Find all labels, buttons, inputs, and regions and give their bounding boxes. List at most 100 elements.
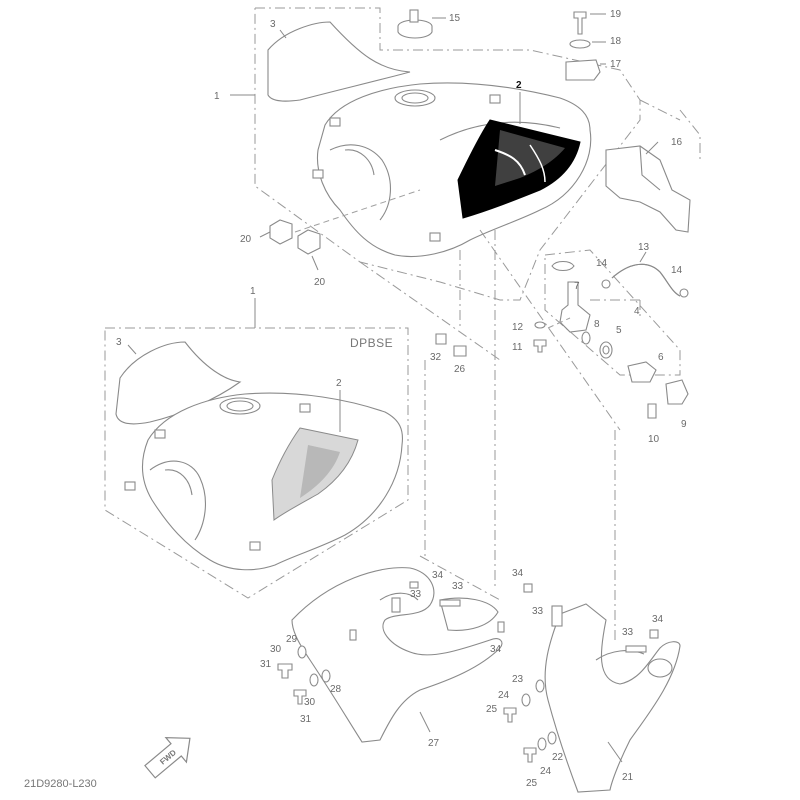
callout-c32[interactable]: 32 bbox=[430, 352, 442, 363]
hose-clamp-part-14-b[interactable] bbox=[679, 288, 689, 298]
fuel-tank-part-1-top[interactable] bbox=[316, 82, 592, 258]
callout-c2b[interactable]: 2 bbox=[336, 378, 342, 389]
callout-c34a[interactable]: 34 bbox=[432, 570, 444, 581]
knob-part-9[interactable] bbox=[665, 379, 689, 405]
side-cover-part-21[interactable] bbox=[544, 603, 681, 793]
clip-part-34[interactable] bbox=[497, 621, 505, 633]
fuel-hose-part-13[interactable] bbox=[611, 263, 681, 297]
grommet-part-26[interactable] bbox=[453, 345, 467, 357]
callout-c26[interactable]: 26 bbox=[454, 364, 466, 375]
callout-c6[interactable]: 6 bbox=[658, 352, 664, 363]
grommet-part-32[interactable] bbox=[435, 333, 447, 345]
clip-part-34[interactable] bbox=[409, 581, 419, 589]
callout-c33a[interactable]: 33 bbox=[452, 581, 464, 592]
callout-c31b[interactable]: 31 bbox=[300, 714, 312, 725]
callout-c30b[interactable]: 30 bbox=[304, 697, 316, 708]
callout-c22[interactable]: 22 bbox=[552, 752, 564, 763]
hose-clamp-part-14-a[interactable] bbox=[601, 279, 611, 289]
bolt-part-25-b[interactable] bbox=[523, 747, 537, 763]
rear-bracket-part-16[interactable] bbox=[605, 145, 691, 233]
callout-c17[interactable]: 17 bbox=[610, 59, 622, 70]
callout-c5[interactable]: 5 bbox=[616, 325, 622, 336]
clip-part-34[interactable] bbox=[523, 583, 533, 593]
side-cover-part-27[interactable] bbox=[291, 567, 503, 743]
clip-part-7[interactable] bbox=[551, 260, 575, 272]
callout-c33b[interactable]: 33 bbox=[410, 589, 422, 600]
damper-part-33[interactable] bbox=[439, 599, 461, 607]
callout-c18[interactable]: 18 bbox=[610, 36, 622, 47]
callout-c9[interactable]: 9 bbox=[681, 419, 687, 430]
washer-part-18[interactable] bbox=[569, 39, 591, 49]
callout-c27[interactable]: 27 bbox=[428, 738, 440, 749]
callout-c16[interactable]: 16 bbox=[671, 137, 683, 148]
callout-c31a[interactable]: 31 bbox=[260, 659, 272, 670]
screw-part-10[interactable] bbox=[647, 403, 657, 419]
callout-c15[interactable]: 15 bbox=[449, 13, 461, 24]
callout-c13[interactable]: 13 bbox=[638, 242, 650, 253]
washer-part-5[interactable] bbox=[599, 341, 613, 359]
screw-part-11[interactable] bbox=[533, 339, 547, 353]
callout-c29[interactable]: 29 bbox=[286, 634, 298, 645]
callout-c34c[interactable]: 34 bbox=[512, 568, 524, 579]
guide-line bbox=[359, 261, 501, 361]
callout-c21[interactable]: 21 bbox=[622, 772, 634, 783]
callout-c34b[interactable]: 34 bbox=[490, 644, 502, 655]
callout-c3b[interactable]: 3 bbox=[116, 337, 122, 348]
oring-part-8[interactable] bbox=[581, 331, 591, 345]
callout-c19[interactable]: 19 bbox=[610, 9, 622, 20]
guide-line bbox=[419, 555, 501, 601]
callout-c20a[interactable]: 20 bbox=[240, 234, 252, 245]
clip-part-34[interactable] bbox=[649, 629, 659, 639]
callout-c20b[interactable]: 20 bbox=[314, 277, 326, 288]
callout-c25b[interactable]: 25 bbox=[526, 778, 538, 789]
damper-part-33[interactable] bbox=[551, 605, 563, 627]
nut-part-20-a[interactable] bbox=[269, 219, 293, 245]
fuel-cap-part-15[interactable] bbox=[397, 19, 433, 39]
callout-c33c[interactable]: 33 bbox=[532, 606, 544, 617]
fuel-tank-cover-part-3-top[interactable] bbox=[267, 21, 411, 102]
callout-c10[interactable]: 10 bbox=[648, 434, 660, 445]
callout-c24b[interactable]: 24 bbox=[540, 766, 552, 777]
collar-part-29[interactable] bbox=[349, 629, 357, 641]
callout-c8[interactable]: 8 bbox=[594, 319, 600, 330]
damper-part-33[interactable] bbox=[625, 645, 647, 653]
callout-c34d[interactable]: 34 bbox=[652, 614, 664, 625]
damper-part-33[interactable] bbox=[391, 597, 401, 613]
bolt-part-19[interactable] bbox=[573, 11, 587, 35]
collar-part-30-b[interactable] bbox=[309, 673, 319, 687]
tank-bracket bbox=[299, 403, 311, 413]
nut-part-20-b[interactable] bbox=[297, 229, 321, 255]
leader-line bbox=[259, 231, 271, 238]
callout-c24a[interactable]: 24 bbox=[498, 690, 510, 701]
callout-c11[interactable]: 11 bbox=[512, 342, 523, 353]
callout-c14b[interactable]: 14 bbox=[671, 265, 683, 276]
bolt-part-25-a[interactable] bbox=[503, 707, 517, 723]
callout-c30a[interactable]: 30 bbox=[270, 644, 282, 655]
callout-c1b[interactable]: 1 bbox=[250, 286, 256, 297]
tank-emblem-part-2-highlighted[interactable] bbox=[457, 119, 581, 219]
fuel-tank-cover-part-3-lower[interactable] bbox=[115, 341, 242, 425]
callout-c23[interactable]: 23 bbox=[512, 674, 524, 685]
callout-c7[interactable]: 7 bbox=[574, 281, 580, 292]
washer-part-12[interactable] bbox=[534, 321, 546, 329]
bolt-part-31-a[interactable] bbox=[277, 663, 293, 679]
cover-edge bbox=[379, 592, 419, 601]
callout-c3a[interactable]: 3 bbox=[270, 19, 276, 30]
grommet-part-22[interactable] bbox=[547, 731, 557, 745]
callout-c25a[interactable]: 25 bbox=[486, 704, 498, 715]
callout-c28[interactable]: 28 bbox=[330, 684, 342, 695]
bolt-part-31-b[interactable] bbox=[293, 689, 307, 705]
callout-c14a[interactable]: 14 bbox=[596, 258, 608, 269]
callout-c2a[interactable]: 2 bbox=[516, 80, 522, 91]
damper-part-17[interactable] bbox=[565, 59, 601, 81]
collar-part-24-a[interactable] bbox=[521, 693, 531, 707]
collar-part-30-a[interactable] bbox=[297, 645, 307, 659]
callout-c33d[interactable]: 33 bbox=[622, 627, 634, 638]
grommet-part-23[interactable] bbox=[535, 679, 545, 693]
grommet-part-28[interactable] bbox=[321, 669, 331, 683]
collar-part-24-b[interactable] bbox=[537, 737, 547, 751]
callout-c1a[interactable]: 1 bbox=[214, 91, 220, 102]
callout-c4[interactable]: 4 bbox=[634, 306, 640, 317]
callout-c12[interactable]: 12 bbox=[512, 322, 524, 333]
lever-part-6[interactable] bbox=[627, 361, 657, 383]
